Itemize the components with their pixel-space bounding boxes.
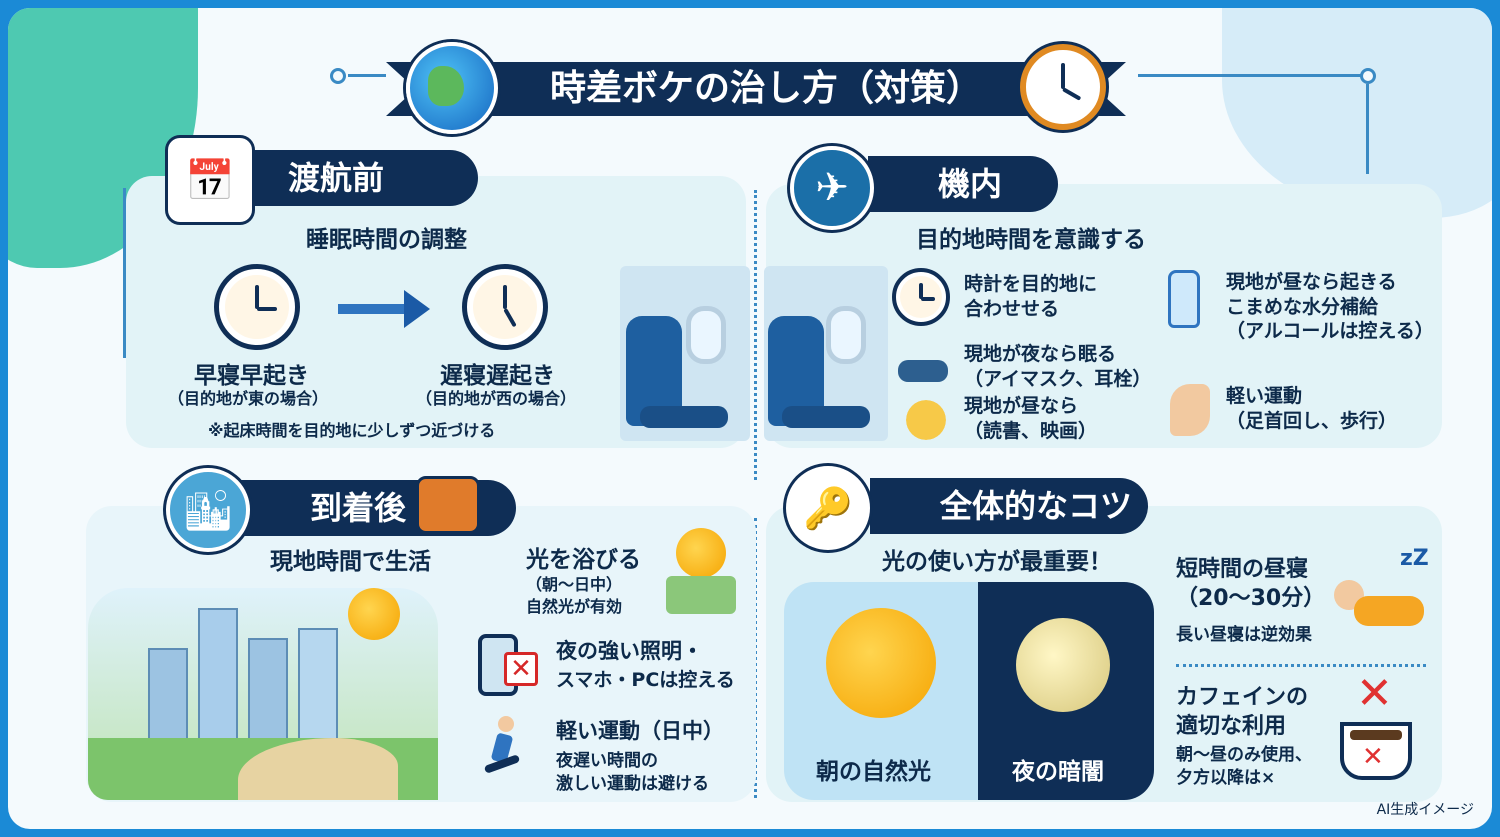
arrow-head-icon [404, 290, 430, 328]
inflight-item-exercise: 軽い運動 （足首回し、歩行） [1226, 385, 1398, 432]
section-inflight-header: 機内 [868, 156, 1058, 212]
prohibited-icon: ✕ [504, 652, 538, 686]
section-inflight-subtitle: 目的地時間を意識する [916, 227, 1146, 253]
connector-node [330, 68, 346, 84]
early-label: 早寝早起き [194, 363, 309, 389]
night-label: 夜の暗闇 [1012, 759, 1104, 785]
page-title: 時差ボケの治し方（対策） [549, 68, 982, 109]
clock-icon [1020, 44, 1106, 130]
people-in-sun-illustration [666, 576, 736, 614]
eye-mask-icon [898, 360, 948, 382]
light-title: 光を浴びる [526, 547, 641, 573]
key-icon: 🔑 [786, 466, 870, 550]
caffeine-title: カフェインの 適切な利用 [1176, 685, 1309, 739]
globe-icon [406, 42, 498, 134]
connector-line [123, 188, 126, 358]
moon-icon [1016, 618, 1110, 712]
sun-icon [676, 528, 726, 578]
clock-hand [1062, 87, 1082, 101]
section-arrival-subtitle: 現地時間で生活 [270, 549, 431, 575]
inflight-item-sleep: 現地が夜なら眠る （アイマスク、耳栓） [964, 343, 1152, 390]
inflight-item-day: 現地が昼なら （読書、映画） [964, 395, 1098, 442]
moon-icon [906, 400, 946, 440]
city-icon: 🏙 [166, 468, 250, 552]
clock-icon [214, 264, 300, 350]
connector-line [1366, 84, 1369, 174]
sun-icon [348, 588, 400, 640]
night-note: スマホ・PCは控える [556, 669, 735, 691]
title-banner: 時差ボケの治し方（対策） [386, 42, 1126, 134]
nap-title: 短時間の昼寝 （20〜30分） [1176, 557, 1326, 611]
exercise-note: 夜遅い時間の 激しい運動は避ける [556, 751, 709, 794]
light-note: （朝〜日中） 自然光が有効 [526, 575, 623, 616]
foot-icon [1170, 384, 1210, 436]
morning-label: 朝の自然光 [816, 759, 931, 785]
zzz-icon: zZ [1400, 546, 1429, 571]
connector-node [1360, 68, 1376, 84]
clock-icon [892, 268, 950, 326]
suitcase-icon [416, 476, 480, 534]
section-before-header: 渡航前 [218, 150, 478, 206]
arrow-icon [338, 304, 408, 314]
before-footnote: ※起床時間を目的地に少しずつ近づける [208, 421, 496, 440]
divider-dotted [1176, 664, 1426, 667]
clock-hand [1061, 63, 1065, 89]
connector-line [1138, 74, 1368, 77]
late-note: （目的地が西の場合） [416, 389, 577, 408]
clock-icon [462, 264, 548, 350]
ai-generated-label: AI生成イメージ [1376, 802, 1474, 818]
sleeping-person-icon [1334, 572, 1424, 628]
late-label: 遅寝遅起き [440, 363, 555, 389]
connector-line [348, 74, 386, 77]
early-note: （目的地が東の場合） [168, 389, 329, 408]
sun-icon [826, 608, 936, 718]
cross-icon: ✕ [1356, 668, 1393, 719]
airplane-icon: ✈ [790, 146, 874, 230]
night-title: 夜の強い照明・ [556, 639, 703, 663]
section-tips-header: 全体的なコツ [870, 478, 1148, 534]
nap-note: 長い昼寝は逆効果 [1176, 625, 1312, 645]
infographic: 時差ボケの治し方（対策） 渡航前 📅 睡眠時間の調整 早寝早起き （目的地が東の… [8, 8, 1492, 829]
runner-icon [478, 716, 528, 786]
coffee-cup-icon: ✕ [1340, 722, 1412, 780]
inflight-item-clock: 時計を目的地に 合わせせる [964, 273, 1098, 320]
airplane-seat-image [620, 266, 750, 441]
airplane-seat-image [764, 266, 888, 441]
section-tips-subtitle: 光の使い方が最重要！ [882, 549, 1112, 575]
water-bottle-icon [1168, 270, 1200, 328]
calendar-icon: 📅 [168, 138, 252, 222]
title-ribbon [386, 62, 1126, 116]
inflight-item-water: 現地が昼なら起きる こまめな水分補給 （アルコールは控える） [1226, 271, 1434, 343]
caffeine-note: 朝〜昼のみ使用、 夕方以降は× [1176, 745, 1312, 788]
exercise-title: 軽い運動（日中） [556, 719, 724, 743]
divider-dotted [754, 190, 757, 480]
section-before-subtitle: 睡眠時間の調整 [306, 227, 467, 253]
